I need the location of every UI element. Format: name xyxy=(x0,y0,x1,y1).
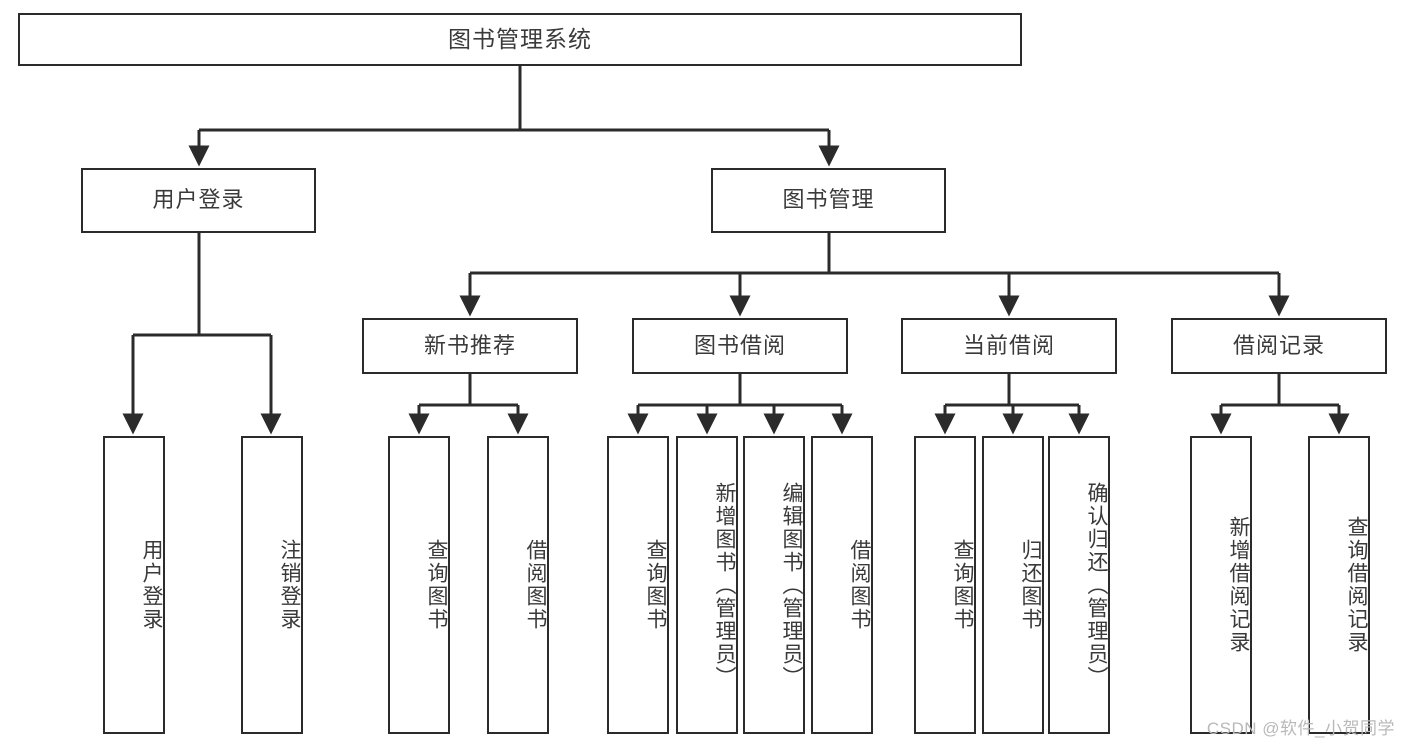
leaf-borrow-record-add[interactable]: 新增借阅记录 xyxy=(1190,436,1252,734)
leaf-label: 注销登录 xyxy=(278,539,301,631)
leaf-borrow-record-query[interactable]: 查询借阅记录 xyxy=(1308,436,1370,734)
leaf-current-borrow-return[interactable]: 归还图书 xyxy=(982,436,1044,734)
node-new-book-recommend[interactable]: 新书推荐 xyxy=(362,318,578,374)
node-borrow-record[interactable]: 借阅记录 xyxy=(1171,318,1387,374)
leaf-current-borrow-confirm[interactable]: 确认归还（管理员） xyxy=(1048,436,1110,734)
leaf-label: 借阅图书 xyxy=(524,539,547,631)
leaf-book-borrow-add[interactable]: 新增图书（管理员） xyxy=(676,436,738,734)
leaf-label: 用户登录 xyxy=(140,539,163,631)
leaf-label: 确认归还（管理员） xyxy=(1085,481,1108,689)
leaf-new-book-borrow[interactable]: 借阅图书 xyxy=(487,436,549,734)
node-book-borrow[interactable]: 图书借阅 xyxy=(632,318,848,374)
watermark-text: CSDN @软件_小贺同学 xyxy=(1206,719,1395,738)
leaf-book-borrow-borrow[interactable]: 借阅图书 xyxy=(811,436,873,734)
leaf-new-book-query[interactable]: 查询图书 xyxy=(388,436,450,734)
leaf-label: 新增图书（管理员） xyxy=(713,481,736,689)
node-book-management[interactable]: 图书管理 xyxy=(711,168,946,233)
leaf-book-borrow-query[interactable]: 查询图书 xyxy=(607,436,669,734)
leaf-current-borrow-query[interactable]: 查询图书 xyxy=(914,436,976,734)
leaf-user-login-signin[interactable]: 用户登录 xyxy=(103,436,165,734)
leaf-label: 查询图书 xyxy=(951,539,974,631)
leaf-label: 借阅图书 xyxy=(848,539,871,631)
node-root-system[interactable]: 图书管理系统 xyxy=(18,13,1022,66)
node-user-login[interactable]: 用户登录 xyxy=(81,168,316,233)
leaf-user-login-signout[interactable]: 注销登录 xyxy=(241,436,303,734)
leaf-label: 新增借阅记录 xyxy=(1227,516,1250,654)
leaf-label: 查询图书 xyxy=(644,539,667,631)
leaf-book-borrow-edit[interactable]: 编辑图书（管理员） xyxy=(743,436,805,734)
leaf-label: 查询图书 xyxy=(425,539,448,631)
leaf-label: 查询借阅记录 xyxy=(1345,516,1368,654)
node-current-borrow[interactable]: 当前借阅 xyxy=(901,318,1117,374)
leaf-label: 归还图书 xyxy=(1019,539,1042,631)
leaf-label: 编辑图书（管理员） xyxy=(780,481,803,689)
